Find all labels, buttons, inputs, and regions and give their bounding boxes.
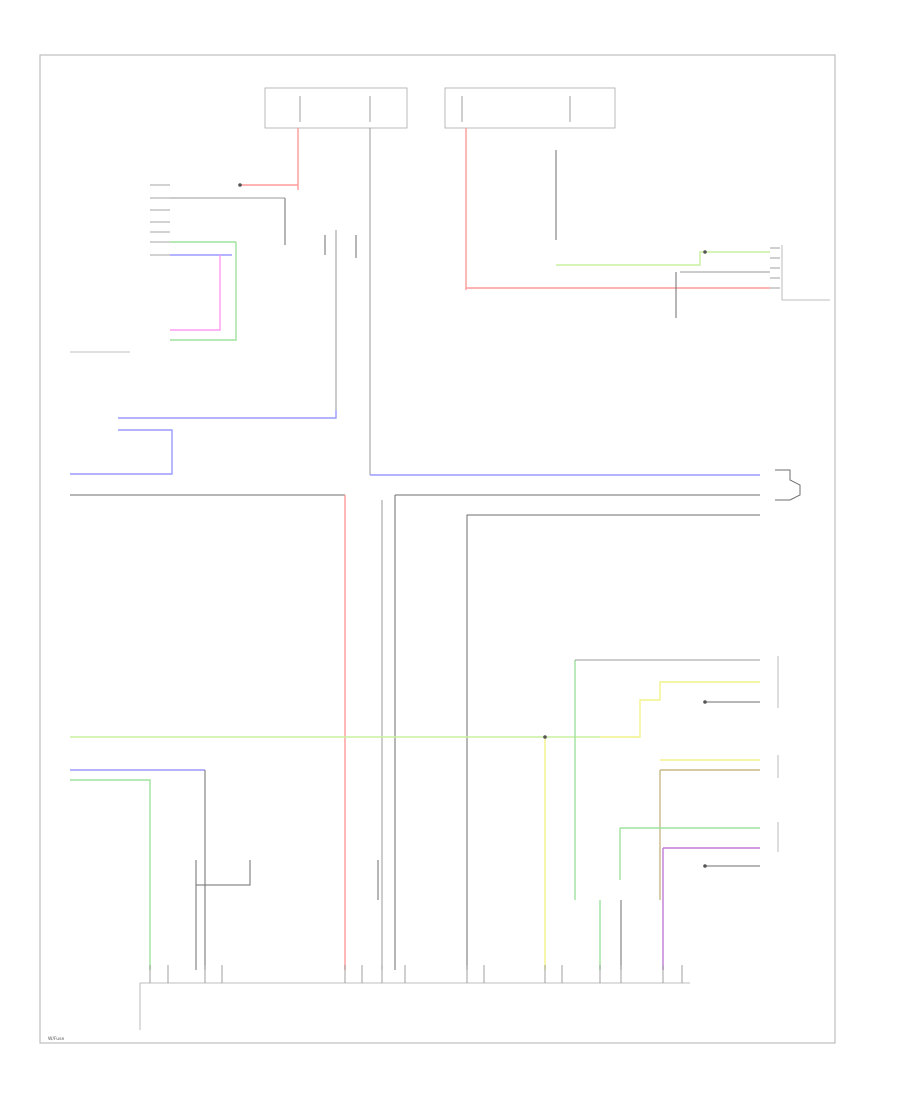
wire-yellow-route: [600, 681, 760, 738]
switch-symbol: [775, 469, 801, 501]
wire-green-route-right: [556, 251, 770, 266]
top-right-fuse-box: [444, 87, 616, 129]
junction-dot: [703, 250, 707, 254]
junction-dot: [703, 864, 707, 868]
junction-dot: [238, 183, 242, 187]
wire-dark-trunk-right: [466, 514, 760, 970]
top-left-fuse-box: [264, 87, 408, 129]
ecm-pins: [149, 965, 683, 983]
wire-green-down: [170, 242, 237, 341]
diagram-frame: [39, 54, 836, 1044]
wire-green-lower: [70, 779, 151, 970]
wire-blue-route-down: [70, 429, 173, 475]
page-label: W/Fuse: [48, 1036, 65, 1042]
junction-dot: [703, 700, 707, 704]
junction-dot: [543, 735, 547, 739]
wire-dark-sensor-h: [196, 860, 251, 886]
wire-blue-route: [118, 410, 337, 419]
wire-pink-harness: [170, 255, 221, 331]
